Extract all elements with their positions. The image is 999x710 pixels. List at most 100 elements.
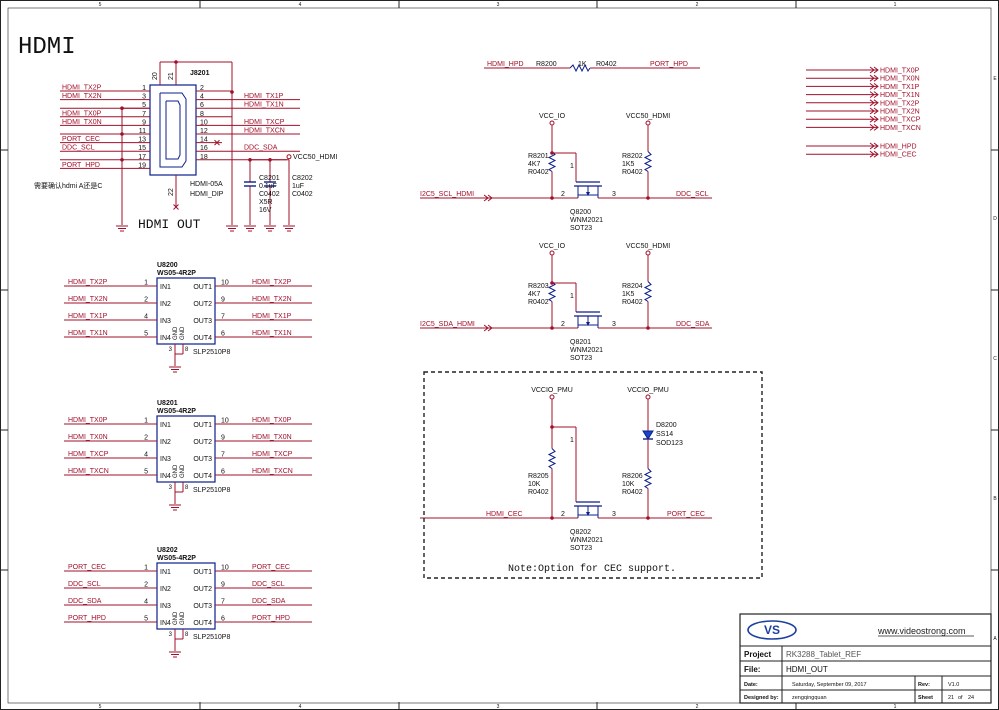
esd-pin-name: IN3 <box>160 456 171 463</box>
net-label: HDMI_TX1P <box>68 313 108 320</box>
esd-gnd-label: GND <box>180 464 186 478</box>
no-connect-mark <box>214 139 220 146</box>
net-label: HDMI_TX2N <box>68 296 108 303</box>
pin-number: 4 <box>144 599 148 606</box>
resistor-right <box>643 281 653 302</box>
resistor-pkg: R0402 <box>596 61 617 68</box>
net-label: DDC_SCL <box>62 145 95 152</box>
pin-number: 3 <box>612 321 616 328</box>
rev-value: V1.0 <box>948 682 959 688</box>
pin-number: 1 <box>570 293 574 300</box>
mosfet-ref: Q8201 <box>570 339 591 346</box>
net-label: HDMI_TX2N <box>252 296 292 303</box>
pin-number: 4 <box>144 314 148 321</box>
power-net-label: VCC50_HDMI <box>626 113 670 120</box>
connector-value: HDMI-05A <box>190 181 223 188</box>
pin-number: 11 <box>139 128 146 135</box>
connector-value: HDMI_DIP <box>190 191 224 198</box>
net-label: PORT_HPD <box>62 162 100 169</box>
net-label: HDMI_TXCN <box>68 468 109 475</box>
pin-number: 2 <box>144 582 148 589</box>
pin-number: 3 <box>169 485 173 491</box>
mosfet-part: WNM2021 <box>570 537 603 544</box>
diode-part: SS14 <box>656 431 673 438</box>
pin-number: 3 <box>169 347 173 353</box>
esd-gnd-label: GND <box>180 326 186 340</box>
cap-value: 1uF <box>292 183 304 190</box>
pin-number: 2 <box>561 511 565 518</box>
net-label: PORT_HPD <box>68 615 106 622</box>
sheet-number: 21 <box>948 695 954 701</box>
cap-ref: C8201 <box>259 175 280 182</box>
junction-dot <box>550 196 554 200</box>
pin-number: 1 <box>142 85 146 92</box>
port-label: HDMI_TXCP <box>880 117 921 124</box>
esd-pin-name: OUT4 <box>193 473 212 480</box>
diode-ref: D8200 <box>656 422 677 429</box>
pin-number: 20 <box>152 72 159 80</box>
port-arrow <box>873 124 879 131</box>
resistor-pkg: R0402 <box>622 169 643 176</box>
pin-number: 16 <box>200 145 208 152</box>
project-name: RK3288_Tablet_REF <box>786 650 861 659</box>
offpage-arrow <box>487 194 493 202</box>
net-label: I2C5_SCL_HDMI <box>420 191 474 198</box>
pin-number: 8 <box>185 485 189 491</box>
offpage-arrow <box>483 194 489 202</box>
esd-pin-name: IN2 <box>160 439 171 446</box>
pin-number: 3 <box>612 191 616 198</box>
company-website: www.videostrong.com <box>877 626 966 636</box>
net-label: HDMI_TX2P <box>68 279 108 286</box>
esd-part: WS05-4R2P <box>157 408 196 415</box>
resistor-value: 1K5 <box>622 161 635 168</box>
port-label: HDMI_HPD <box>880 144 917 151</box>
resistor-r8200 <box>569 63 591 73</box>
esd-pin-name: OUT2 <box>193 586 212 593</box>
port-arrow <box>873 99 879 107</box>
pin-number: 22 <box>168 188 175 196</box>
mosfet-ref: Q8200 <box>570 209 591 216</box>
resistor-ref: R8200 <box>536 61 557 68</box>
esd-gnd-label: GND <box>173 611 179 625</box>
net-label: HDMI_TX1P <box>252 313 292 320</box>
net-label: HDMI_TX0N <box>68 434 108 441</box>
zone-number: 4 <box>299 704 302 710</box>
port-arrow <box>869 115 875 123</box>
zone-number: 5 <box>99 704 102 710</box>
port-arrow <box>873 91 879 98</box>
resistor-ref: R8204 <box>622 283 643 290</box>
pin-number: 6 <box>221 616 225 623</box>
power-pin <box>549 250 555 256</box>
pin-number: 19 <box>138 162 146 169</box>
pin-number: 1 <box>570 437 574 444</box>
junction-dot <box>550 425 554 429</box>
mosfet-ref: Q8202 <box>570 529 591 536</box>
net-label: PORT_CEC <box>252 564 290 571</box>
power-pin <box>645 120 651 126</box>
resistor-pkg: R0402 <box>622 489 643 496</box>
esd-pin-name: OUT4 <box>193 335 212 342</box>
net-label: HDMI_TX0N <box>252 434 292 441</box>
port-arrow <box>869 66 875 74</box>
sheet-of: of <box>958 695 963 701</box>
pin-number: 3 <box>612 511 616 518</box>
pin-number: 9 <box>221 297 225 304</box>
zone-letter: E <box>993 76 997 82</box>
pin-number: 7 <box>221 599 225 606</box>
pin-number: 3 <box>169 632 173 638</box>
resistor-ref: R8202 <box>622 153 643 160</box>
pin-number: 1 <box>570 163 574 170</box>
junction-dot <box>550 281 554 285</box>
hdmi-connector-inner <box>165 100 181 160</box>
net-label: HDMI_TX0P <box>252 417 292 424</box>
net-label: PORT_CEC <box>62 136 100 143</box>
port-arrow <box>869 124 875 131</box>
esd-gnd-label: GND <box>180 611 186 625</box>
resistor-right <box>643 468 653 489</box>
net-label: DDC_SDA <box>676 321 710 328</box>
pin-number: 10 <box>200 119 208 126</box>
zone-number: 2 <box>696 704 699 710</box>
esd-chip-body <box>156 415 216 483</box>
power-pin <box>286 154 292 160</box>
